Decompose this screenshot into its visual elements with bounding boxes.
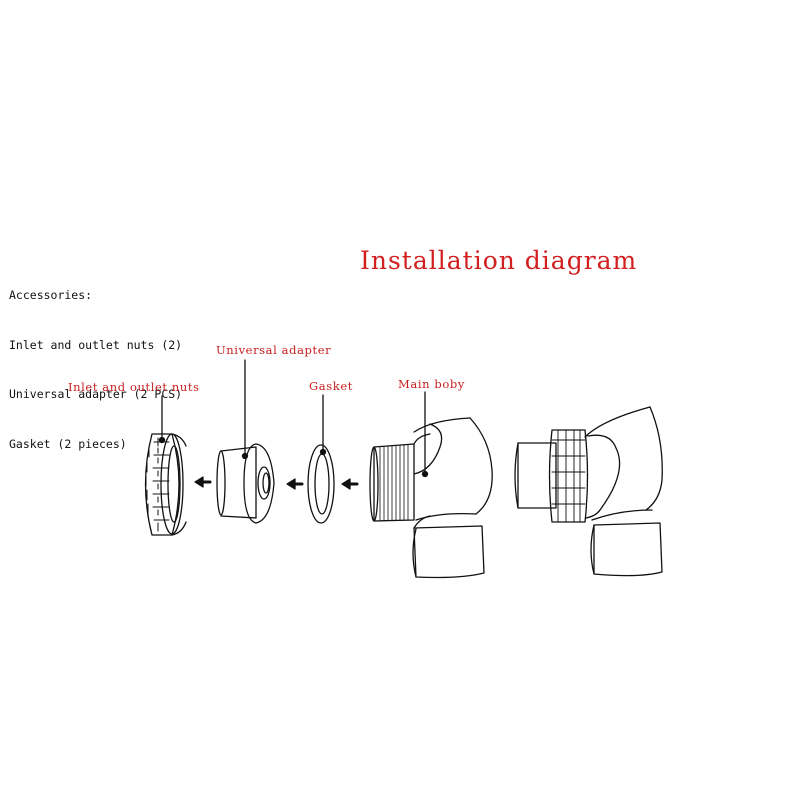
accessories-heading: Accessories: <box>9 288 93 302</box>
arrow-left-2 <box>286 478 304 490</box>
universal-adapter-part <box>216 443 275 524</box>
accessory-item-nuts: Inlet and outlet nuts (2) <box>9 337 183 352</box>
arrow-left-1 <box>194 476 212 488</box>
accessory-item-gasket: Gasket (2 pieces) <box>9 436 127 451</box>
label-universal-adapter: Universal adapter <box>216 343 332 357</box>
main-body-part <box>369 417 493 579</box>
accessory-item-adapter: Universal adapter (2 PCS) <box>9 387 183 401</box>
label-inlet-outlet-nuts: Inlet and outlet nuts <box>68 380 200 394</box>
accessories-list: Accessories: Inlet and outlet nuts (2) U… <box>9 254 182 469</box>
label-main-body: Main boby <box>398 377 465 391</box>
diagram-title: Installation diagram <box>360 246 638 275</box>
label-gasket: Gasket <box>309 379 353 393</box>
nut-part <box>144 433 187 536</box>
assembled-unit <box>514 406 663 577</box>
gasket-part <box>307 444 335 524</box>
leader-lines <box>158 359 429 478</box>
arrow-left-3 <box>341 478 359 490</box>
